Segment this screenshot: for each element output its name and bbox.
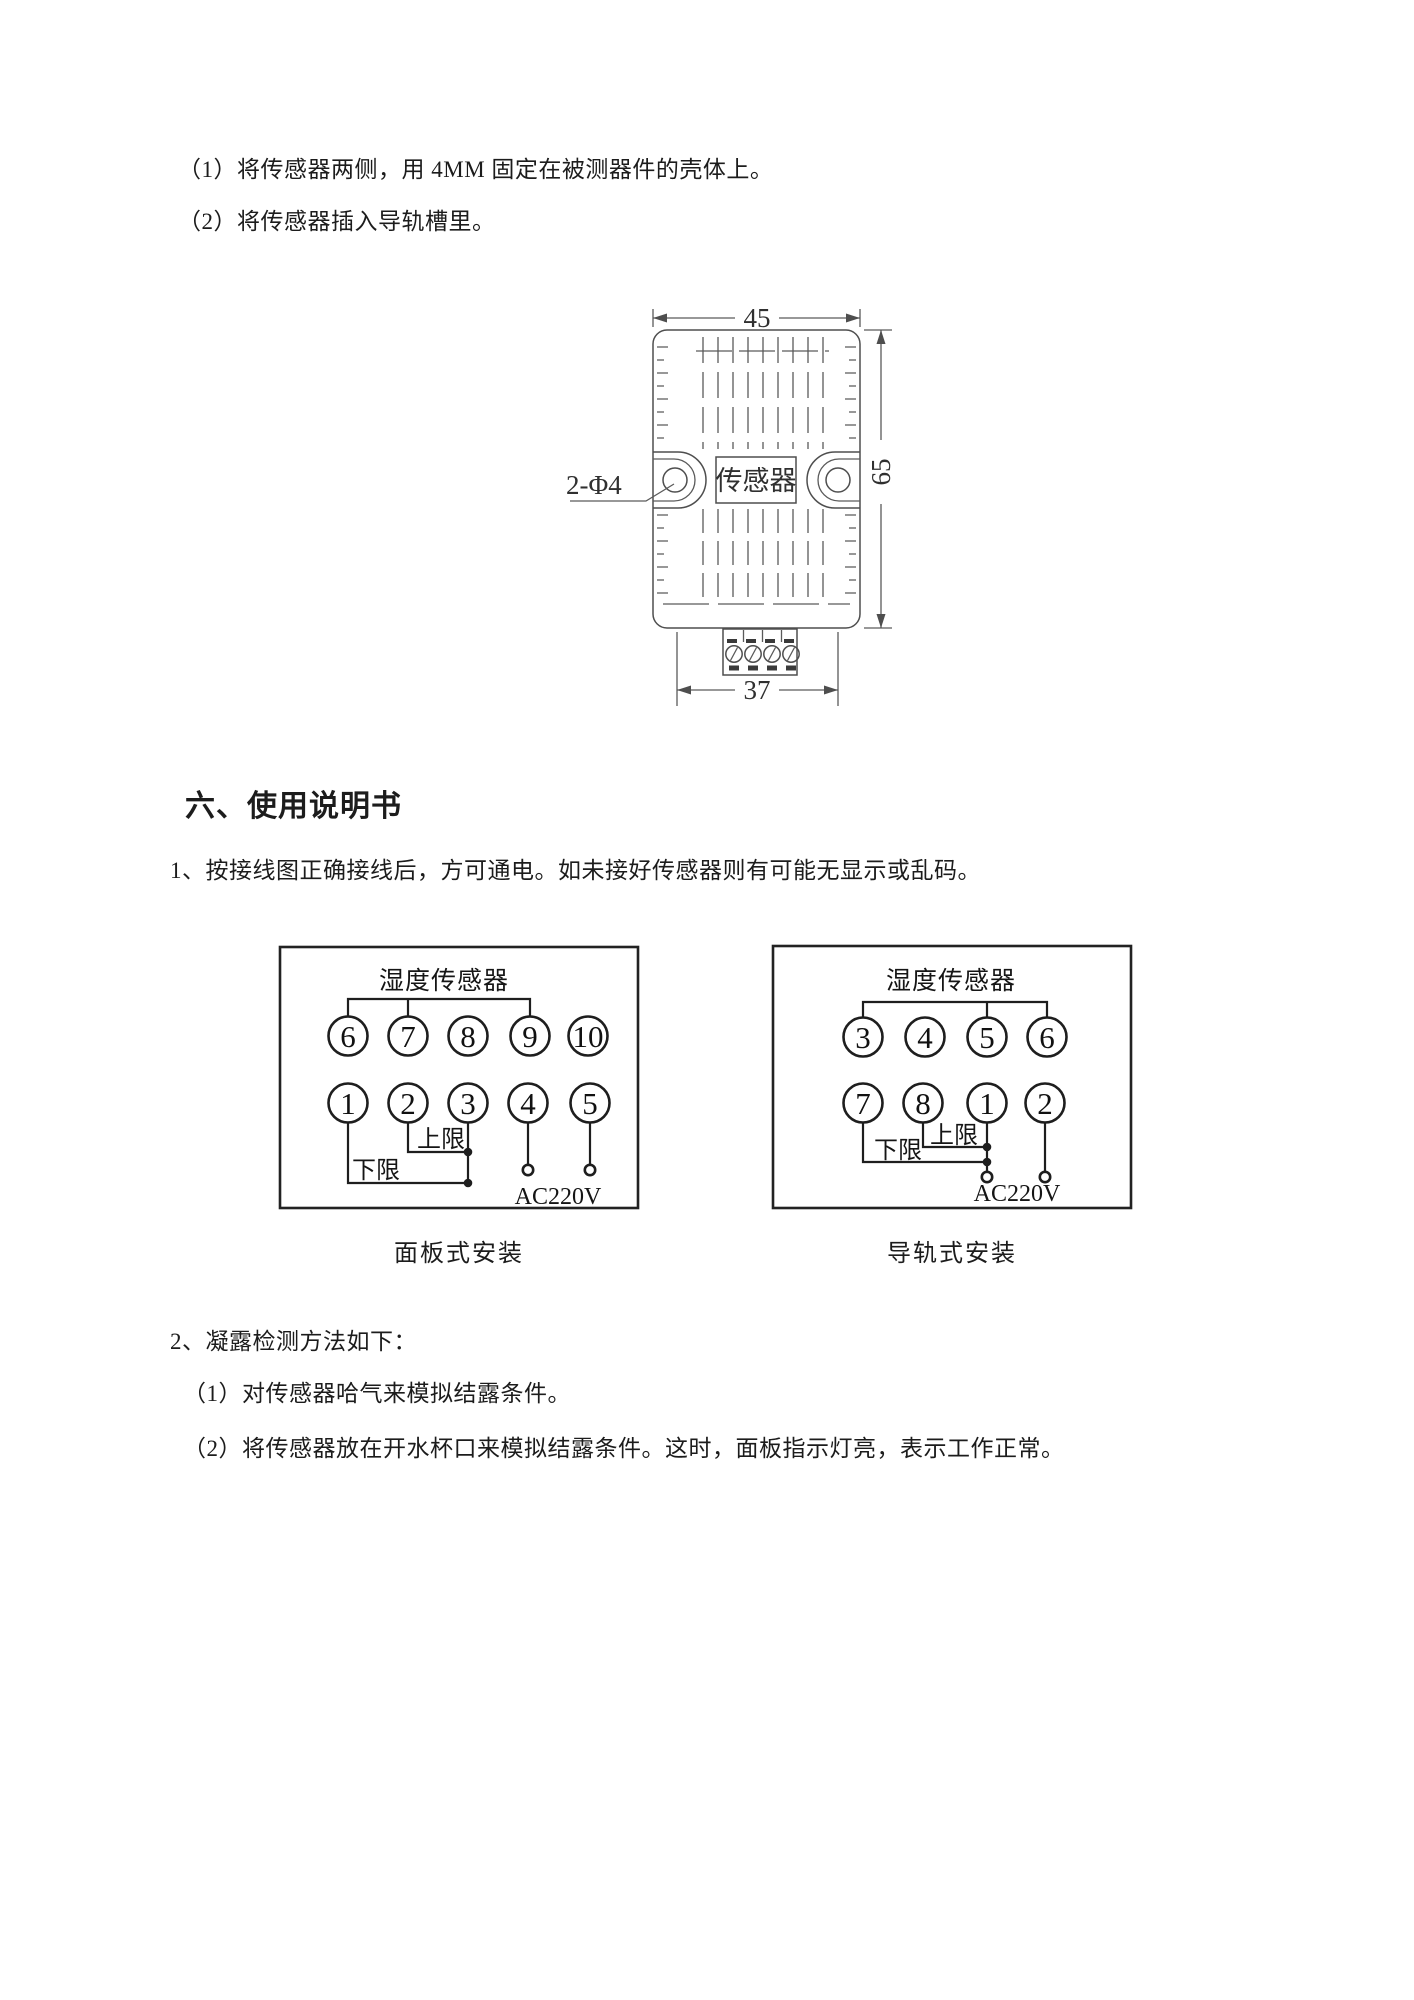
junction-dot [463,1178,473,1188]
svg-text:7: 7 [400,1019,416,1054]
svg-text:3: 3 [460,1086,476,1121]
junction-dot [982,1142,992,1152]
terminal-block [722,628,800,676]
nameplate-label: 传感器 [716,466,797,496]
dew-step-2: （2）将传感器放在开水杯口来模拟结露条件。这时，面板指示灯亮，表示工作正常。 [183,1436,1065,1461]
terminal-circle: 5 [569,1082,611,1124]
dim-bottom-label: 37 [744,675,771,705]
sensor-bracket [346,997,532,1017]
power-terminal [521,1163,535,1177]
rail-mount-diagram: 湿度传感器 3 4 5 6 7 8 1 2 [771,944,1133,1210]
panel-mount-caption: 面板式安装 [394,1241,524,1267]
svg-text:10: 10 [573,1019,604,1054]
power-label: AC220V [974,1181,1061,1207]
terminal-circle: 3 [447,1082,489,1124]
section-heading: 六、使用说明书 [185,790,402,823]
wiring-note: 1、按接线图正确接线后，方可通电。如未接好传感器则有可能无显示或乱码。 [170,858,981,883]
rail-mount-caption: 导轨式安装 [887,1241,1017,1267]
junction-dot [463,1147,473,1157]
mounting-ear-right [806,451,860,509]
svg-text:2: 2 [400,1086,416,1121]
svg-text:8: 8 [460,1019,476,1054]
install-step-2: （2）将传感器插入导轨槽里。 [178,209,496,234]
svg-text:9: 9 [522,1019,538,1054]
terminal-circle: 2 [387,1082,429,1124]
terminal-circle: 8 [447,1015,489,1057]
terminal-circle: 10 [567,1015,609,1057]
svg-text:2: 2 [1037,1086,1053,1121]
sensor-bracket [861,1000,1049,1018]
terminal-circle: 7 [842,1082,884,1124]
power-terminal [1038,1170,1052,1184]
svg-text:1: 1 [979,1086,995,1121]
diagram-border [278,945,640,1210]
svg-text:6: 6 [1039,1020,1055,1055]
lower-limit-label: 下限 [352,1158,400,1184]
power-terminal [980,1170,994,1184]
install-step-1: （1）将传感器两侧，用 4MM 固定在被测器件的壳体上。 [178,157,774,182]
terminal-circle: 3 [842,1016,884,1058]
limit-wires [861,1122,1047,1172]
nameplate-box [715,456,797,504]
dew-step-1: （1）对传感器哈气来模拟结露条件。 [183,1381,571,1406]
power-label: AC220V [515,1184,602,1210]
upper-limit-label: 上限 [417,1126,465,1153]
svg-text:1: 1 [340,1086,356,1121]
dim-width-label: 45 [744,303,771,333]
power-terminal [583,1163,597,1177]
svg-text:4: 4 [917,1020,933,1055]
hole-callout-label: 2-Φ4 [566,470,622,500]
svg-text:8: 8 [915,1086,931,1121]
junction-dot [982,1157,992,1167]
svg-text:4: 4 [520,1086,536,1121]
terminal-circle: 1 [327,1082,369,1124]
dimension-bottom-width: 37 [676,632,839,706]
mounting-hole-right [825,467,851,493]
mounting-hole-left [662,467,688,493]
terminal-circle: 5 [966,1016,1008,1058]
dimension-height: 65 [864,329,896,629]
wiring-diagrams: 湿度传感器 6 7 8 9 10 1 2 3 4 [278,944,1133,1210]
vent-slots [657,337,856,605]
diagram-title: 湿度传感器 [886,967,1016,995]
terminal-circle: 6 [327,1015,369,1057]
terminal-circle: 7 [387,1015,429,1057]
mounting-ear-left [653,451,707,509]
svg-text:5: 5 [979,1020,995,1055]
dim-height-label: 65 [866,459,896,486]
terminal-circle: 1 [966,1082,1008,1124]
hole-callout: 2-Φ4 [566,470,675,502]
terminal-circle: 6 [1026,1016,1068,1058]
sensor-outline-drawing: 传感器 45 65 37 2-Φ4 [566,303,896,706]
terminal-circle: 9 [509,1015,551,1057]
svg-text:7: 7 [855,1086,871,1121]
diagram-border [771,944,1133,1210]
svg-text:3: 3 [855,1020,871,1055]
dew-method-title: 2、凝露检测方法如下： [170,1329,417,1354]
terminal-circle: 2 [1024,1082,1066,1124]
panel-mount-diagram: 湿度传感器 6 7 8 9 10 1 2 3 4 [278,945,640,1210]
sensor-body-outline [652,329,861,629]
terminal-circle: 4 [507,1082,549,1124]
diagram-title: 湿度传感器 [379,967,509,995]
dimension-width: 45 [652,303,861,333]
svg-text:6: 6 [340,1019,356,1054]
lower-limit-label: 下限 [874,1138,922,1164]
terminal-circle: 4 [904,1016,946,1058]
upper-limit-label: 上限 [930,1122,978,1149]
terminal-circle: 8 [902,1082,944,1124]
svg-text:5: 5 [582,1086,598,1121]
